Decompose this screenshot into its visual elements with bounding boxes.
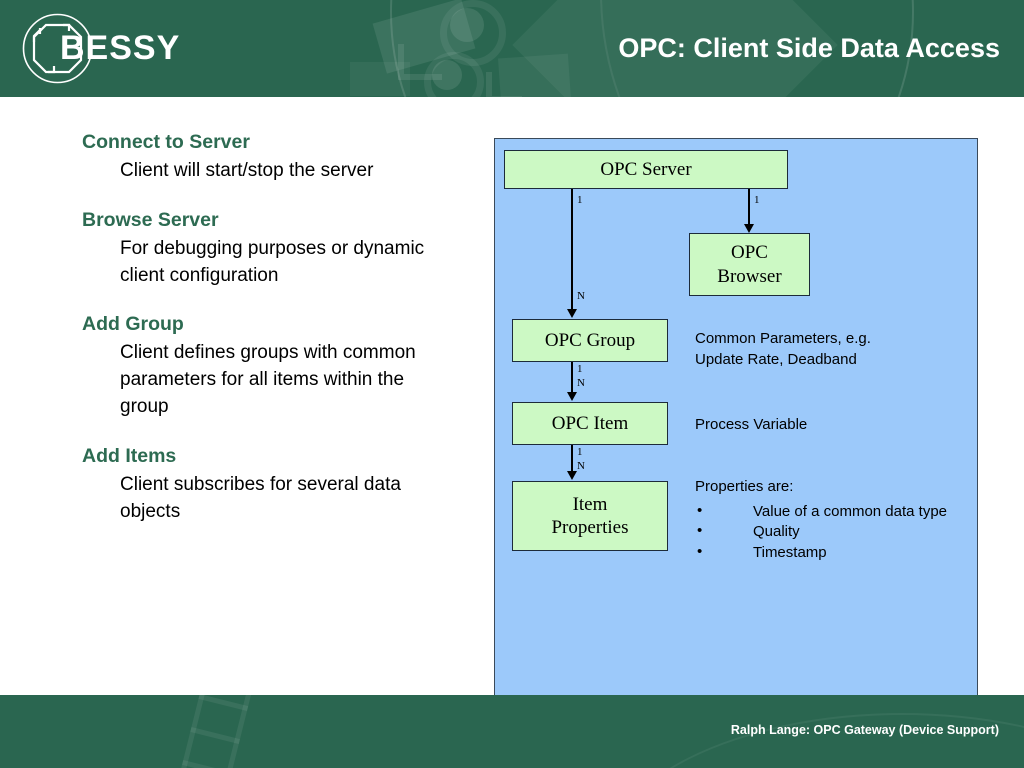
list-item: Value of a common data type (695, 501, 965, 523)
node-label-line2: Browser (717, 265, 782, 287)
annotation-item-properties: Properties are: Value of a common data t… (695, 477, 965, 564)
decorative-dot-icon (450, 8, 484, 42)
cardinality-server-group-bottom: N (577, 290, 585, 302)
topics-list: Connect to Server Client will start/stop… (82, 131, 454, 526)
annotation-title: Properties are: (695, 478, 794, 495)
annotation-text: Process Variable (695, 416, 808, 433)
properties-list: Value of a common data type Quality Time… (695, 501, 965, 564)
cardinality-group-item-top: 1 (577, 363, 583, 375)
topic-add-group: Add Group Client defines groups with com… (82, 313, 454, 421)
node-label: OPC Group (544, 329, 636, 351)
node-label-line2: Properties (551, 517, 629, 538)
decorative-ring-2-icon (424, 52, 484, 97)
node-label: OPC Item (551, 412, 629, 434)
arrowhead-server-group-icon (567, 309, 577, 318)
decorative-corner-2-icon (486, 72, 522, 97)
annotation-line2: Update Rate, Deadband (695, 350, 857, 368)
node-label-line1: OPC (731, 242, 768, 264)
topic-body: Client will start/stop the server (120, 159, 374, 181)
topic-add-items: Add Items Client subscribes for several … (82, 445, 454, 526)
topic-connect-to-server: Connect to Server Client will start/stop… (82, 131, 454, 185)
node-label: OPC Server (600, 158, 692, 180)
node-opc-item: OPC Item (512, 402, 668, 445)
decorative-corner-icon (398, 44, 442, 80)
decorative-ladder-icon (177, 695, 253, 768)
cardinality-group-item-bottom: N (577, 377, 585, 389)
slide-footer: Ralph Lange: OPC Gateway (Device Support… (0, 695, 1024, 768)
page-title: OPC: Client Side Data Access (618, 33, 1000, 63)
node-opc-server: OPC Server (504, 150, 788, 189)
node-opc-group: OPC Group (512, 319, 668, 362)
connector-item-props (571, 445, 573, 473)
decorative-ring-icon (440, 0, 506, 66)
annotation-group-parameters: Common Parameters, e.g. Update Rate, Dea… (695, 329, 945, 370)
annotation-line1: Common Parameters, e.g. (695, 330, 871, 347)
connector-server-group (571, 189, 573, 310)
topic-heading: Add Group (82, 313, 184, 336)
slide-header: BESSY OPC: Client Side Data Access (0, 0, 1024, 97)
connector-server-browser (748, 189, 750, 225)
topic-browse-server: Browse Server For debugging purposes or … (82, 209, 454, 290)
decorative-square-2-icon (497, 53, 573, 97)
cardinality-item-props-top: 1 (577, 446, 583, 458)
cardinality-server-group-top: 1 (577, 194, 583, 206)
node-label-line1: Item (572, 493, 608, 515)
topic-heading: Connect to Server (82, 131, 250, 153)
opc-object-model-diagram: OPC Server OPC Browser OPC Group OPC Ite… (494, 138, 978, 725)
topic-body: Client defines groups with common parame… (120, 342, 416, 418)
arrowhead-item-props-icon (567, 471, 577, 480)
node-opc-browser: OPC Browser (689, 233, 810, 296)
arrowhead-server-browser-icon (744, 224, 754, 233)
list-item: Quality (695, 521, 965, 543)
list-item: Timestamp (695, 542, 965, 564)
connector-group-item (571, 362, 573, 394)
annotation-process-variable: Process Variable (695, 415, 945, 436)
decorative-square-icon (372, 0, 476, 74)
decorative-dot-2-icon (432, 60, 462, 90)
decorative-bar-icon (350, 62, 410, 96)
cardinality-server-browser: 1 (754, 194, 760, 206)
slide-body: Connect to Server Client will start/stop… (0, 97, 1024, 725)
node-item-properties: Item Properties (512, 481, 668, 551)
topic-body: For debugging purposes or dynamic client… (120, 237, 425, 286)
footer-attribution: Ralph Lange: OPC Gateway (Device Support… (730, 723, 999, 737)
topic-heading: Add Items (82, 445, 177, 468)
topic-body: Client subscribes for several data objec… (120, 473, 401, 522)
topic-heading: Browse Server (82, 208, 219, 231)
cardinality-item-props-bottom: N (577, 460, 585, 472)
arrowhead-group-item-icon (567, 392, 577, 401)
bessy-ring-octagon-logo-icon (21, 12, 94, 85)
logo-wordmark: BESSY (60, 29, 181, 67)
decorative-footer-arc-icon (600, 713, 1024, 768)
